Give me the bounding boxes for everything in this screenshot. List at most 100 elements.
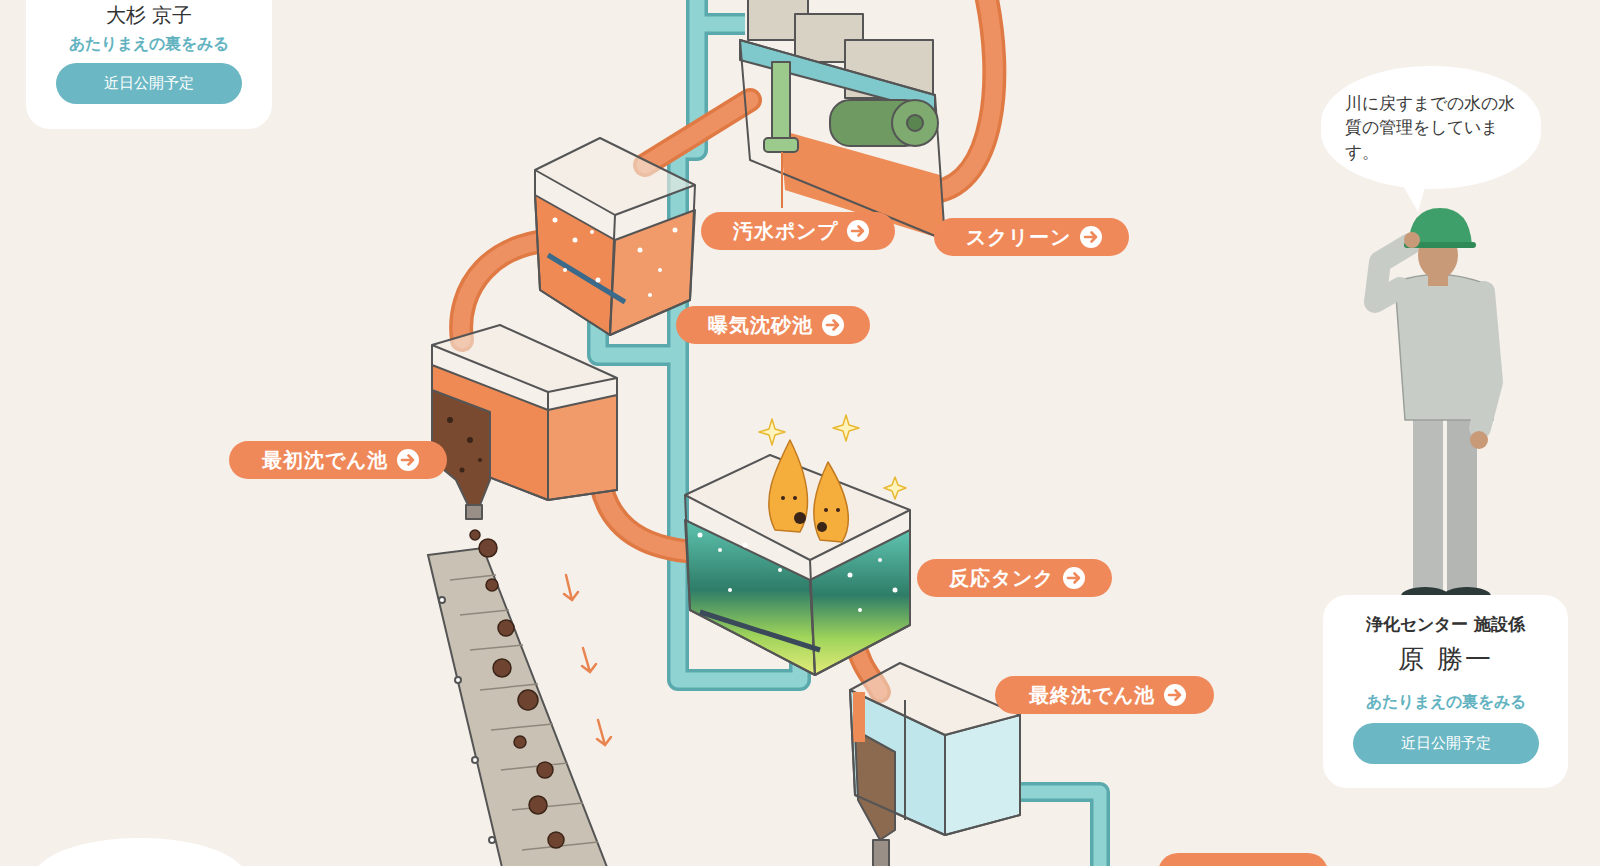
sludge-conveyor [493,659,511,677]
sludge-conveyor [529,796,547,814]
grit-chamber [573,238,578,243]
grit-chamber [535,170,695,335]
process-label: スクリーン [934,218,1129,256]
arrow-icon [1080,226,1102,248]
screen-machine [892,100,938,146]
final-tank [853,692,865,742]
grit-chamber [553,218,558,223]
grit-chamber [548,255,625,302]
screen-machine [740,40,945,240]
reaction-tank [743,543,748,548]
sludge-conveyor [428,548,612,866]
microbe-character [824,508,828,512]
sludge-conveyor [498,620,514,636]
arrow-icon [1169,691,1180,700]
microbe-character [836,508,840,512]
reaction-tank [685,495,910,675]
process-name: 最初沈でん池 [262,447,388,474]
staff-figure [1470,431,1488,449]
primary-tank [548,395,617,500]
reaction-tank [718,548,722,552]
primary-tank [547,392,549,500]
reaction-tank [878,558,882,562]
person-name: 大杉 京子 [106,3,192,27]
reaction-tank [700,612,820,650]
sludge-conveyor [470,645,523,650]
sparkle [833,415,859,441]
person-name: 原 勝一 [1398,643,1492,675]
sludge-conveyor [501,763,568,770]
arrow-icon [1163,683,1187,707]
grit-chamber [610,215,615,335]
process-name: 最終沈でん池 [1029,682,1155,709]
department-name: 浄化センター 施設係 [1366,613,1525,635]
profile-card: 大杉 京子あたりまえの裏をみる近日公開予定 [26,0,272,129]
sludge-conveyor [450,575,598,850]
sludge-conveyor [479,539,497,557]
arrow-icon [397,449,419,471]
reaction-tank [778,568,782,572]
sludge-conveyor [439,597,495,843]
arrow-icon [1063,567,1085,589]
return-pipe [598,0,1100,866]
sludge-conveyor [564,575,611,745]
microbe-character [781,496,840,532]
arrow-icon [822,314,844,336]
reaction-tank [893,588,898,593]
process-label: 反応タンク [917,559,1112,597]
microbe-character [781,496,785,500]
staff-figure [1480,292,1492,428]
grit-chamber [596,278,601,283]
coming-soon-button: 近日公開予定 [1353,723,1539,764]
button-text: 近日公開予定 [1401,734,1491,753]
primary-tank [432,325,617,392]
microbe-character [814,462,849,542]
sludge-conveyor [597,720,611,745]
process-name: 反応タンク [949,565,1054,592]
staff-figure [1413,400,1443,592]
primary-tank [460,468,465,473]
grit-chamber [563,268,567,272]
reaction-tank [685,415,910,675]
final-tank [904,700,906,820]
sludge-conveyor [582,648,596,672]
process-name: 曝気沈砂池 [708,312,813,339]
grit-chamber [535,195,615,335]
arrow-icon [847,220,869,242]
sewage-pipe [935,0,994,192]
label-edge [1158,853,1328,866]
arrow-icon [396,448,420,472]
screen-machine [764,138,798,152]
sewage-pipe [645,100,750,165]
arrow-icon [852,227,863,236]
screen-machine [740,0,945,240]
grit-chamber [535,138,695,335]
staff-figure [1375,244,1410,302]
card-tagline: あたりまえの裏をみる [69,33,229,55]
speech-text: 川に戻すまでの水の水質の管理をしています。 [1345,91,1517,165]
grit-chamber [673,228,678,233]
microbe-character [769,440,808,532]
process-name: スクリーン [966,224,1071,251]
grit-chamber [658,268,662,272]
process-name: 汚水ポンプ [733,218,838,245]
final-tank [855,730,895,840]
arrow-icon [1068,574,1079,583]
primary-tank [466,505,482,519]
sludge-conveyor [537,762,553,778]
primary-tank [467,437,473,443]
staff-figure [1375,208,1493,605]
reaction-tank [810,560,815,675]
arrow-icon [1085,233,1096,242]
card-tagline: あたりまえの裏をみる [1366,691,1526,713]
sparkle [759,419,785,445]
primary-tank [447,417,482,473]
process-label: 曝気沈砂池 [676,306,870,344]
process-label: 最終沈でん池 [995,676,1214,714]
arrow-icon [821,313,845,337]
microbe-character [817,522,827,532]
sludge-conveyor [564,575,578,600]
microbe-character [793,496,797,500]
